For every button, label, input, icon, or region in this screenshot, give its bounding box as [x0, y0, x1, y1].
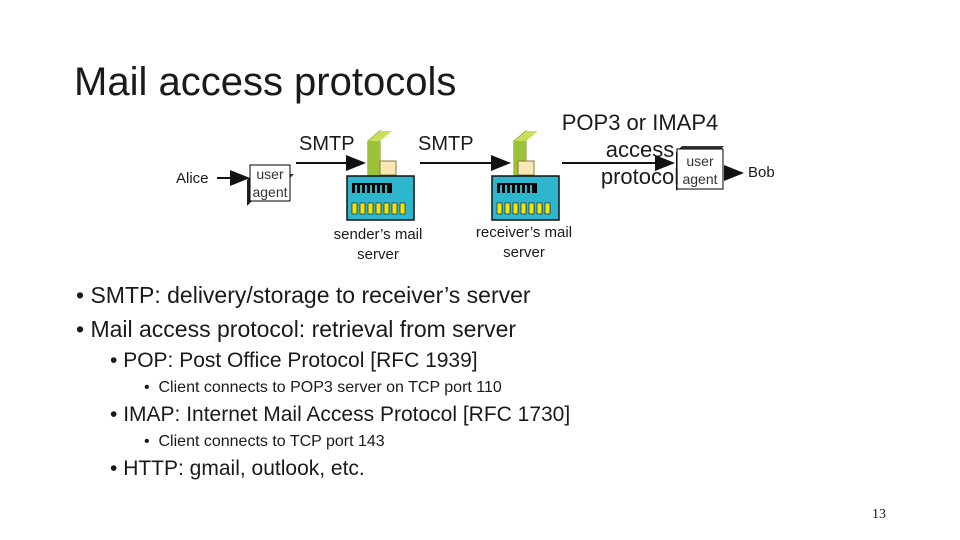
- receiver-server-label: receiver’s mail server: [475, 224, 573, 261]
- bullet-item: • Mail access protocol: retrieval from s…: [76, 316, 517, 342]
- bullet-item: • SMTP: delivery/storage to receiver’s s…: [76, 282, 531, 308]
- receiver-mail-server-icon: [491, 129, 560, 221]
- alice-label: Alice: [176, 170, 209, 187]
- sender-mail-server-icon: [346, 129, 415, 221]
- page-number: 13: [872, 507, 886, 522]
- slide-title: Mail access protocols: [74, 60, 457, 104]
- bullet-item: • IMAP: Internet Mail Access Protocol [R…: [110, 403, 571, 426]
- mail-access-diagram: [217, 129, 744, 221]
- user-agent-left-label: user agent: [252, 166, 288, 200]
- bullet-item: • HTTP: gmail, outlook, etc.: [110, 457, 365, 480]
- user-agent-right-icon: [676, 146, 724, 191]
- smtp-label-2: SMTP: [418, 133, 474, 155]
- access-protocol-label: POP3 or IMAP4 access protocol: [561, 110, 719, 189]
- sender-server-label: sender’s mail server: [333, 226, 423, 263]
- bob-label: Bob: [748, 164, 775, 181]
- bullet-item: • Client connects to TCP port 143: [144, 433, 385, 450]
- user-agent-right-label: user agent: [682, 153, 718, 187]
- user-agent-left-icon: [247, 164, 294, 206]
- bullet-item: • POP: Post Office Protocol [RFC 1939]: [110, 349, 478, 372]
- bullet-list: • SMTP: delivery/storage to receiver’s s…: [76, 278, 570, 484]
- bullet-item: • Client connects to POP3 server on TCP …: [144, 379, 502, 396]
- smtp-label-1: SMTP: [299, 133, 355, 155]
